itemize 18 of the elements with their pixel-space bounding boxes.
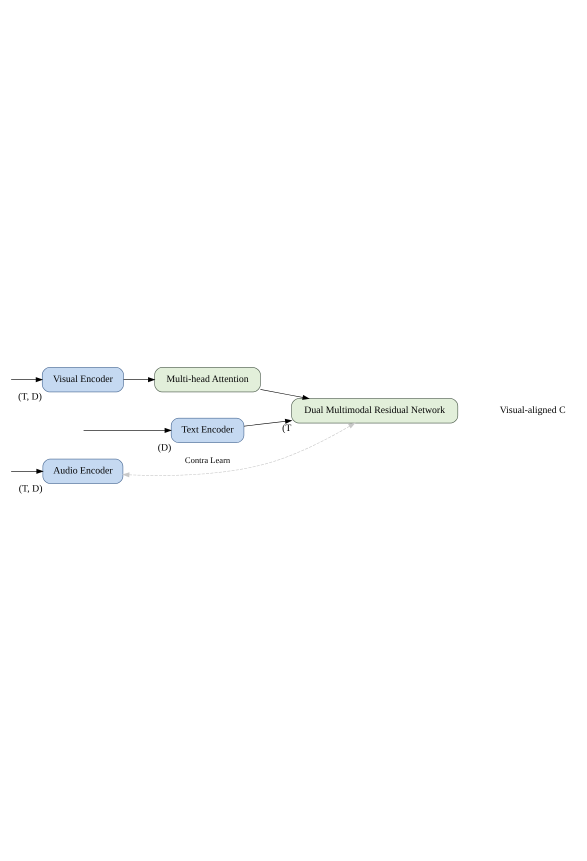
arrow [83,427,172,432]
arrow [260,388,310,400]
node-label: (T, D) [18,391,42,402]
arrow [123,376,156,382]
label: Visual-aligned C [500,404,566,416]
arrow [244,418,292,426]
node-box: Multi-head Attention [154,366,261,392]
node-box: Audio Encoder [42,458,124,484]
node-label: (D) [158,442,172,453]
arrow [122,422,356,477]
node-box: Visual Encoder [42,366,124,392]
edge-label: Contra Learn [184,454,230,464]
node-label: (T [282,422,292,434]
node-box: Dual Multimodal Residual Network [291,398,458,423]
node-label: (T, D) [18,482,42,494]
arrow [10,376,44,382]
arrow [10,468,44,474]
node-box: Text Encoder [170,417,244,442]
